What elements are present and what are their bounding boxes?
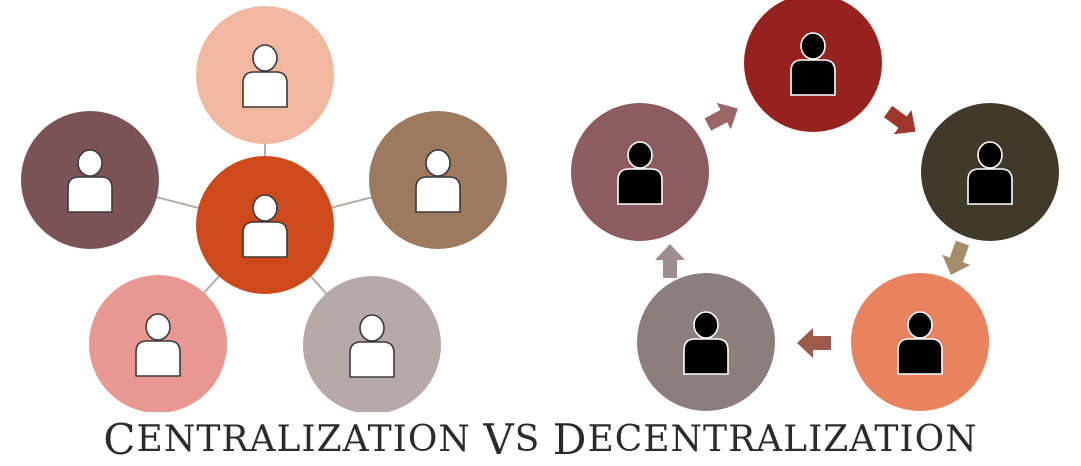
- diagram-caption: C ENTRALIZATION V S D ECENTRALIZATION: [0, 412, 1081, 466]
- caption-text: ENTRALIZATION: [136, 418, 484, 460]
- central-hub-node: [196, 156, 334, 294]
- ring-node-right: [921, 103, 1059, 241]
- ring-node-left: [571, 103, 709, 241]
- person-body: [683, 338, 729, 375]
- user-icon: [67, 149, 113, 213]
- caption-initial: C: [103, 414, 137, 464]
- decentralized-network: [571, 0, 1059, 411]
- user-icon: [897, 311, 943, 375]
- flow-arrow-top-to-right: [883, 105, 916, 135]
- peripheral-node-bottom-right: [303, 276, 441, 412]
- centralization-decentralization-diagram: [21, 0, 1059, 412]
- user-icon: [683, 311, 729, 375]
- user-icon: [790, 32, 836, 96]
- peripheral-node-left: [21, 111, 159, 249]
- caption-initial: V: [483, 414, 515, 464]
- flow-arrow-bottom-right-to-bottom-left: [797, 328, 831, 358]
- person-head: [907, 311, 933, 339]
- person-body: [242, 221, 288, 258]
- person-head: [425, 149, 451, 177]
- ring-node-top: [744, 0, 882, 132]
- user-icon: [135, 313, 181, 377]
- user-icon: [242, 194, 288, 258]
- arrow-right-icon: [883, 105, 916, 135]
- person-head: [252, 44, 278, 72]
- flow-arrow-left-to-top: [704, 102, 738, 131]
- peripheral-node-top: [196, 6, 334, 144]
- person-head: [77, 149, 103, 177]
- arrow-right-icon: [942, 240, 971, 275]
- user-icon: [415, 149, 461, 213]
- caption-text: ECENTRALIZATION: [587, 418, 978, 460]
- person-head: [693, 311, 719, 339]
- person-body: [790, 59, 836, 96]
- person-head: [359, 314, 385, 342]
- arrow-right-icon: [655, 244, 685, 278]
- person-head: [977, 141, 1003, 169]
- user-icon: [242, 44, 288, 108]
- user-icon: [617, 141, 663, 205]
- centralized-network: [21, 6, 507, 412]
- person-body: [967, 168, 1013, 205]
- person-head: [252, 194, 278, 222]
- peripheral-node-right: [369, 111, 507, 249]
- person-body: [349, 341, 395, 378]
- flow-arrow-bottom-left-to-left: [655, 244, 685, 278]
- person-head: [800, 32, 826, 60]
- ring-node-bottom-right: [851, 273, 989, 411]
- person-body: [135, 340, 181, 377]
- flow-arrow-right-to-bottom-right: [942, 240, 971, 275]
- person-body: [897, 338, 943, 375]
- person-body: [242, 71, 288, 108]
- caption-initial: D: [552, 414, 588, 464]
- peripheral-node-bottom-left: [89, 275, 227, 412]
- arrow-right-icon: [704, 102, 738, 131]
- person-head: [145, 313, 171, 341]
- ring-node-bottom-left: [637, 273, 775, 411]
- person-body: [415, 176, 461, 213]
- person-body: [67, 176, 113, 213]
- person-head: [627, 141, 653, 169]
- user-icon: [967, 141, 1013, 205]
- caption-text: S: [514, 418, 553, 460]
- person-body: [617, 168, 663, 205]
- user-icon: [349, 314, 395, 378]
- arrow-right-icon: [797, 328, 831, 358]
